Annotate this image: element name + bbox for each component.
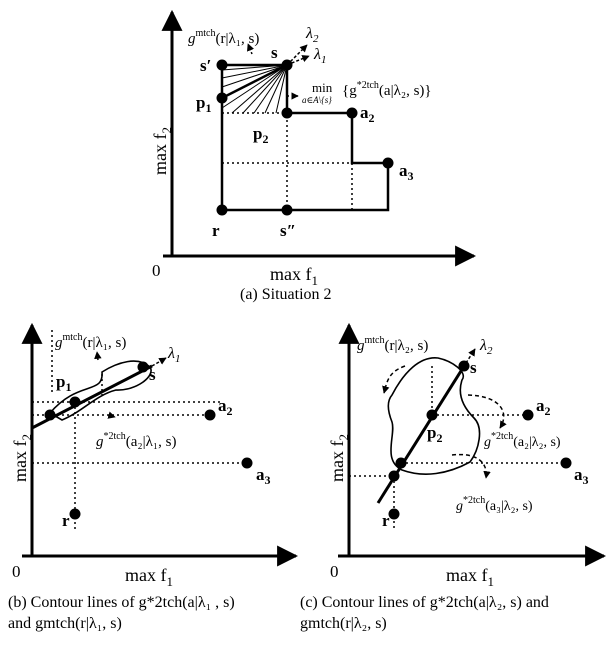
panel-c-label-a2: a2 [536, 396, 551, 418]
label-min: min [312, 80, 333, 95]
panel-a-points [216, 59, 394, 216]
panel-b-gtch-arrow [107, 411, 116, 419]
point-s-dprime [281, 204, 293, 216]
panel-a-line-s-p1 [221, 63, 288, 100]
panel-b-label-a3: a3 [256, 465, 271, 487]
point-a2 [346, 107, 358, 119]
panel-c-diagonal-line [376, 362, 468, 504]
panel-b-dotted-lines [32, 330, 247, 530]
panel-c-label-a3: a3 [574, 465, 589, 487]
panel-b-gmtch-arrow [94, 351, 102, 361]
panel-b-label-a2: a2 [218, 396, 233, 418]
panel-c-contour [387, 357, 481, 475]
panel-c-label-r: r [382, 511, 390, 530]
panel-c-label-gtch-a3: g*2tch(a₃|λ₂, s) [456, 495, 533, 514]
panel-b-points [44, 361, 253, 520]
label-min-sub: a∈A\{s} [302, 95, 332, 105]
panel-b-label-gmtch: gmtch(r|λ₁, s) [55, 332, 126, 351]
label-s-dprime: s″ [280, 221, 296, 240]
label-lambda2: λ2 [305, 25, 319, 45]
panel-a-fan-lines [221, 64, 288, 114]
panel-a-lambda1-arrow [286, 55, 310, 66]
label-p2: p2 [253, 124, 268, 146]
label-s: s [271, 43, 278, 62]
caption-a: (a) Situation 2 [240, 286, 332, 303]
label-a2: a2 [360, 103, 375, 125]
panel-a-origin: 0 [152, 261, 161, 280]
panel-b-label-r: r [62, 511, 70, 530]
panel-a-y-label: max f2 [150, 127, 174, 175]
panel-c-points [388, 360, 572, 520]
caption-c-line1: (c) Contour lines of g*2tch(a|λ₂, s) and [300, 594, 549, 611]
panel-b-y-label: max f2 [10, 434, 34, 482]
panel-c-label-gmtch: gmtch(r|λ₂, s) [357, 335, 428, 354]
panel-a-gmtch-arrow [247, 43, 254, 55]
label-a3: a3 [399, 161, 414, 183]
label-s-prime: s′ [200, 56, 211, 75]
panel-b-label-lambda: λ1 [167, 345, 180, 365]
panel-c-dotted-lines [349, 366, 566, 530]
panel-c-y-label: max f2 [327, 434, 351, 482]
panel-c-label-s: s [470, 358, 477, 377]
panel-c-label-gtch-a2: g*2tch(a₂|λ₂, s) [484, 431, 561, 450]
panel-b-label-s: s [149, 365, 156, 384]
panel-a-region-boundary [220, 63, 390, 212]
panel-c-gmtch-arrow [382, 365, 406, 394]
panel-b: p1 s a2 a3 r λ1 gmtch(r|λ₁, s) g*2tch(a₂… [10, 322, 299, 589]
point-r [216, 204, 228, 216]
panel-a: s′ s p1 p2 a2 a3 r s″ λ2 λ1 gmtch(r|λ₁, … [150, 9, 477, 288]
panel-b-label-p1: p1 [56, 372, 71, 394]
panel-b-x-label: max f1 [125, 565, 173, 589]
panel-b-label-gtch: g*2tch(a₂|λ₁, s) [96, 431, 176, 450]
panel-c-label-p2: p2 [427, 423, 442, 445]
panel-c-x-label: max f1 [446, 565, 494, 589]
panel-a-x-label: max f1 [270, 264, 318, 288]
caption-c-line2: gmtch(r|λ₂, s) [300, 615, 387, 632]
panel-b-origin: 0 [12, 562, 21, 581]
panel-c-origin: 0 [330, 562, 339, 581]
point-s-prime [216, 59, 228, 71]
panel-c-gtch-a2-arrow [467, 394, 507, 429]
label-p1: p1 [196, 93, 211, 115]
caption-b-line2: and gmtch(r|λ₁, s) [8, 615, 122, 632]
panel-c: s p2 a2 a3 r λ2 gmtch(r|λ₂, s) g*2tch(a₂… [327, 322, 607, 589]
label-gmtch: gmtch(r|λ₁, s) [188, 28, 259, 47]
panel-c-gtch-a3-arrow [451, 453, 491, 479]
label-r: r [212, 221, 220, 240]
point-p2 [281, 107, 293, 119]
label-min-expr: {g*2tch(a|λ₂, s)} [342, 80, 432, 99]
panel-c-lambda-arrow [465, 348, 476, 364]
caption-b-line1: (b) Contour lines of g*2tch(a|λ₁ , s) [8, 594, 235, 611]
point-s [281, 59, 293, 71]
panel-c-label-lambda: λ2 [479, 337, 493, 357]
panel-b-lambda-arrow [151, 357, 167, 367]
point-a3 [382, 157, 394, 169]
point-p1 [216, 92, 228, 104]
label-lambda1: λ1 [313, 46, 326, 66]
